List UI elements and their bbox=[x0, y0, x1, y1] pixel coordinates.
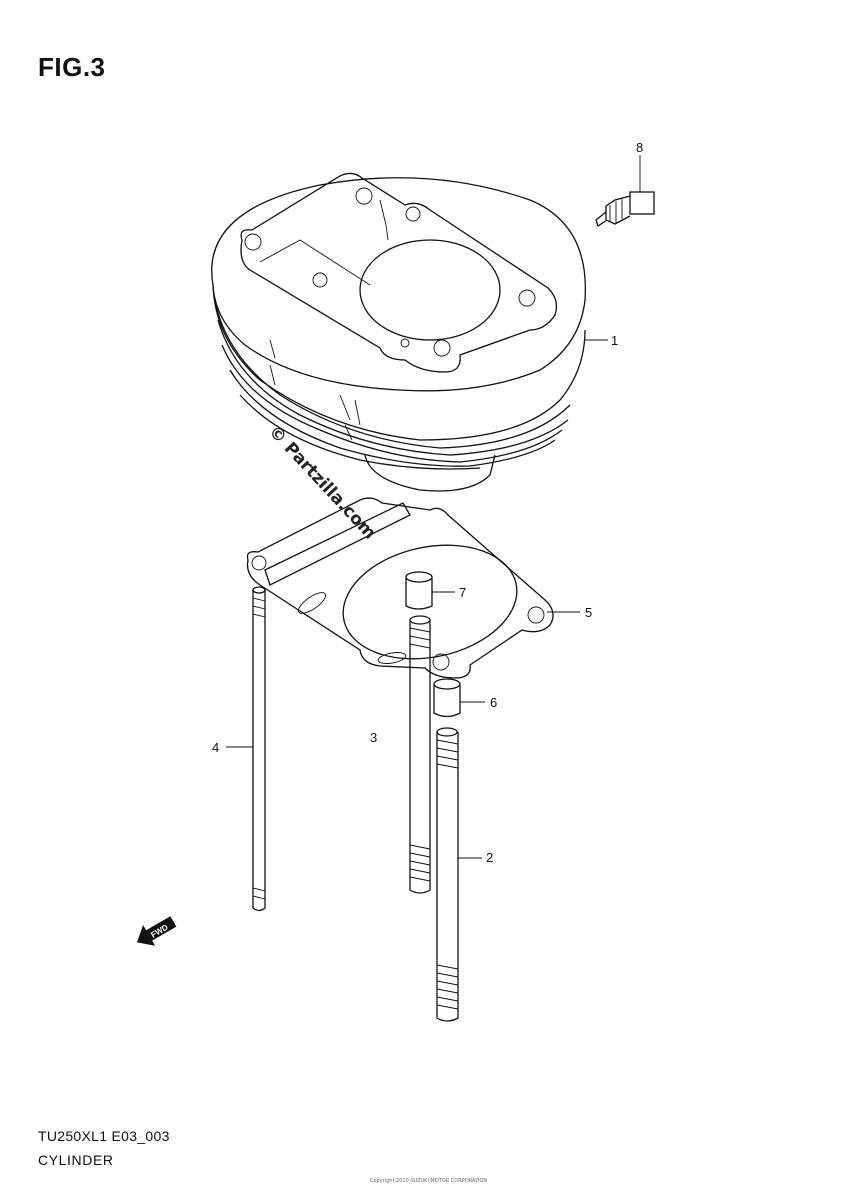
dowel-pin-7 bbox=[405, 571, 433, 610]
cylinder-gasket-part bbox=[246, 497, 554, 679]
stud-bolt-2 bbox=[436, 727, 459, 1022]
cylinder-part bbox=[211, 172, 587, 492]
figure-title: FIG.3 bbox=[38, 52, 106, 82]
callout-5: 5 bbox=[585, 605, 592, 620]
fwd-arrow-icon: FWD bbox=[137, 916, 177, 946]
figure-name: CYLINDER bbox=[38, 1152, 114, 1168]
callout-7: 7 bbox=[459, 585, 466, 600]
callout-3: 3 bbox=[370, 730, 377, 745]
callout-6: 6 bbox=[490, 695, 497, 710]
callout-8: 8 bbox=[636, 140, 643, 155]
callout-4: 4 bbox=[212, 740, 219, 755]
callout-1: 1 bbox=[611, 333, 618, 348]
stud-bolt-3 bbox=[409, 615, 431, 894]
figure-code: TU250XL1 E03_003 bbox=[38, 1128, 170, 1144]
dowel-pin-6 bbox=[433, 678, 461, 718]
copyright-fine-print: Copyright 2010 SUZUKI MOTOR CORPORATION bbox=[370, 1178, 488, 1184]
callout-leaders bbox=[226, 339, 608, 859]
temperature-sensor-part bbox=[595, 155, 655, 228]
stud-bolt-4 bbox=[252, 586, 266, 912]
callout-2: 2 bbox=[486, 850, 493, 865]
